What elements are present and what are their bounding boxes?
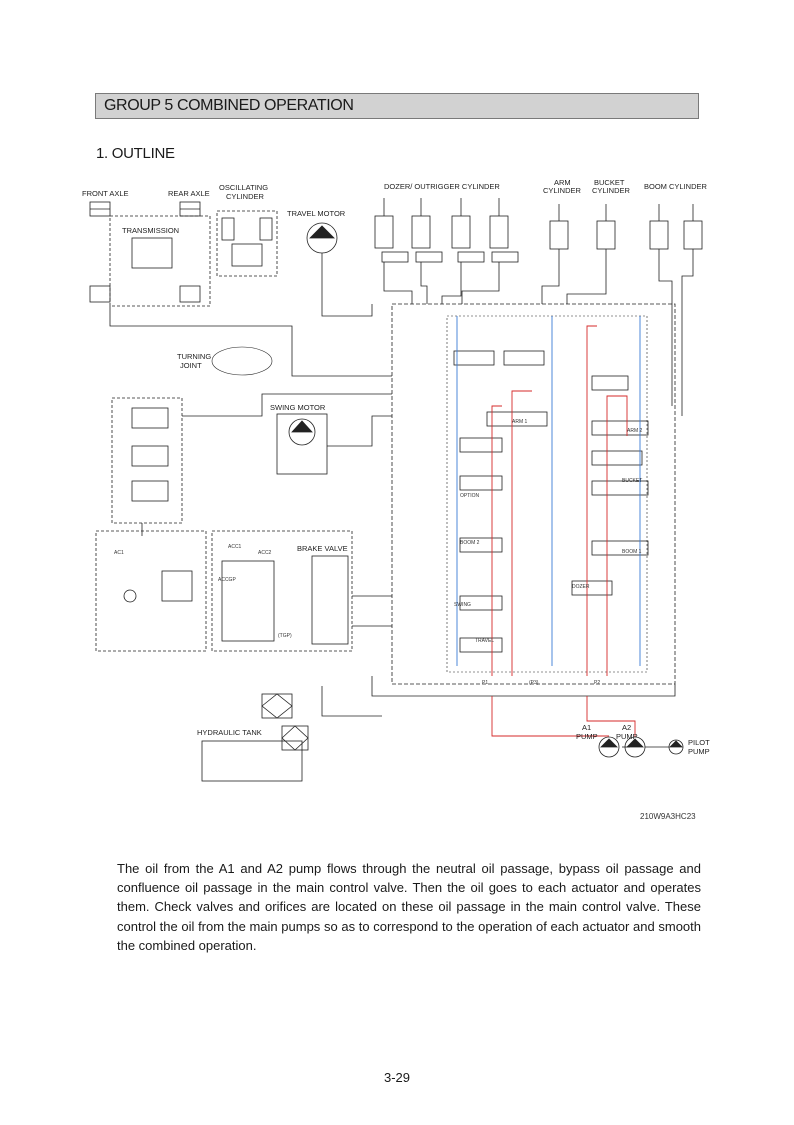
- boom2-spool-label: BOOM 2: [460, 540, 480, 546]
- brake-accumulator-block: [211, 530, 353, 652]
- pilot-pump-label-1: PILOT: [688, 738, 710, 747]
- hydraulic-tank-symbol: [201, 740, 303, 782]
- p3-port-label: (P3): [529, 680, 539, 686]
- boom1-spool-label: BOOM 1: [622, 549, 642, 555]
- figure-code: 210W9A3HC23: [640, 812, 696, 821]
- arm-cylinder-label-1: ARM: [554, 178, 571, 187]
- tgp-label: (TGP): [278, 633, 292, 639]
- bucket-cylinder-label-1: BUCKET: [594, 178, 625, 187]
- body-paragraph: The oil from the A1 and A2 pump flows th…: [117, 861, 701, 953]
- main-control-valve-frame: [391, 303, 676, 685]
- acc2-label: ACC2: [258, 550, 272, 556]
- bucket-cylinder-symbol: [596, 220, 616, 250]
- swing-spool-label: SWING: [454, 602, 471, 608]
- hydraulic-tank-label: HYDRAULIC TANK: [197, 728, 262, 737]
- boom-cylinder-left: [649, 220, 669, 250]
- oscillating-cylinder-label-1: OSCILLATING: [219, 183, 268, 192]
- pilot-supply-block: [95, 530, 207, 652]
- boom-cylinder-label: BOOM CYLINDER: [644, 182, 708, 191]
- bucket-cylinder-label-2: CYLINDER: [592, 186, 631, 195]
- p2-port-label: P2: [594, 680, 600, 686]
- page-number: 3-29: [383, 1070, 411, 1085]
- p1-port-label: P1: [482, 680, 488, 686]
- front-axle-label: FRONT AXLE: [82, 189, 129, 198]
- turning-joint-label-1: TURNING: [177, 352, 211, 361]
- acc1-label: ACC1: [228, 544, 242, 550]
- a2-pump-label-1: A2: [622, 723, 631, 732]
- swing-motor-label: SWING MOTOR: [270, 403, 326, 412]
- arm-cylinder-label-2: CYLINDER: [543, 186, 582, 195]
- oscillating-cylinder-frame: [216, 210, 278, 277]
- brake-valve-label: BRAKE VALVE: [297, 544, 348, 553]
- dozer-cylinder-label: DOZER/ OUTRIGGER CYLINDER: [384, 182, 500, 191]
- travel-motor-label: TRAVEL MOTOR: [287, 209, 346, 218]
- transmission-frame: [109, 215, 211, 307]
- a1-pump-symbol: [598, 736, 620, 758]
- dozer-outrigger-cylinders: [374, 198, 519, 263]
- transmission-block: [131, 237, 173, 269]
- transmission-label: TRANSMISSION: [122, 226, 179, 235]
- arm1-spool-label: ARM 1: [512, 419, 528, 425]
- a2-pump-label-2: PUMP: [616, 732, 638, 741]
- oscillating-cylinder-label-2: CYLINDER: [226, 192, 265, 201]
- turning-joint-symbol: [211, 346, 273, 376]
- dozer-spool-label: DOZER: [572, 584, 590, 590]
- rear-axle-label: REAR AXLE: [168, 189, 210, 198]
- brake-valve-symbol: [311, 555, 349, 645]
- a2-pressure-line: [586, 325, 597, 676]
- parking-valve-block: [111, 397, 183, 524]
- a1-pump-label-1: A1: [582, 723, 591, 732]
- arm2-spool-label: ARM 2: [627, 428, 643, 434]
- a1-pressure-line: [491, 405, 502, 676]
- pilot-pump-label-2: PUMP: [688, 747, 710, 756]
- section-title: 1. OUTLINE: [96, 145, 175, 162]
- hydraulic-circuit-diagram: FRONT AXLE REAR AXLE OSCILLATING CYLINDE…: [82, 178, 710, 782]
- a1-pump-label-2: PUMP: [576, 732, 598, 741]
- group-title: GROUP 5 COMBINED OPERATION: [104, 97, 354, 114]
- travel-spool-label: TRAVEL: [475, 638, 494, 644]
- option-spool-label: OPTION: [460, 493, 480, 499]
- swing-motor-frame: [276, 413, 328, 475]
- return-filter-symbol: [261, 693, 293, 719]
- arm-cylinder-symbol: [549, 220, 569, 250]
- ac1-label: AC1: [114, 550, 124, 556]
- group-title-bar: GROUP 5 COMBINED OPERATION: [95, 93, 699, 119]
- accgp-label: ACCGP: [218, 577, 236, 583]
- control-valve-spools: [453, 350, 649, 653]
- boom-cylinder-right: [683, 220, 703, 250]
- bucket-spool-label: BUCKET: [622, 478, 642, 484]
- turning-joint-label-2: JOINT: [180, 361, 202, 370]
